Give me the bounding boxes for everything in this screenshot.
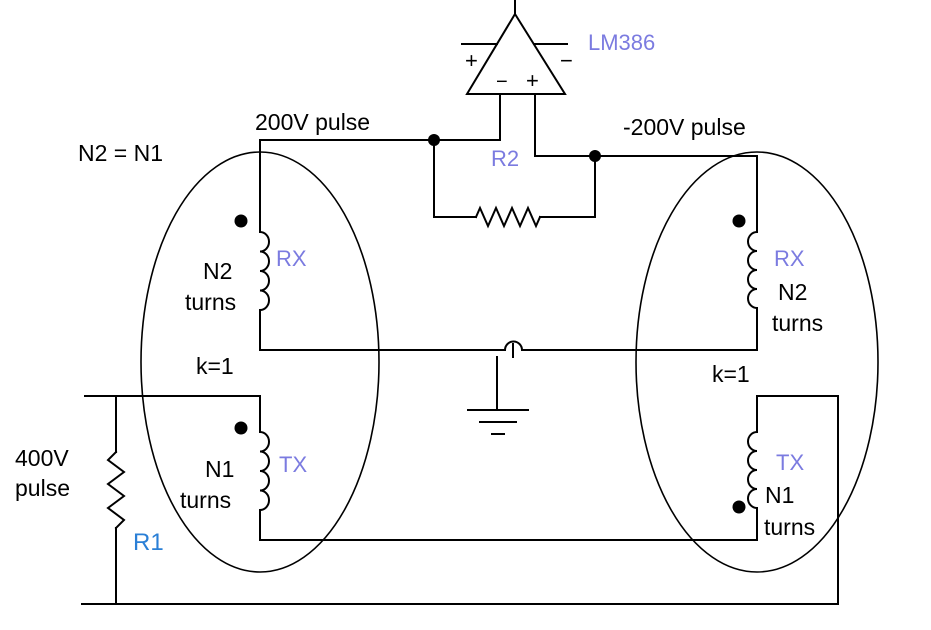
junction-dot-left — [428, 134, 440, 146]
tx-left-label: TX — [279, 452, 307, 477]
opamp-plus-outer: + — [465, 48, 478, 73]
right-coupling-ellipse — [635, 151, 879, 573]
opamp-triangle — [465, 12, 567, 95]
rx-right-label: RX — [774, 246, 805, 271]
n2-left-label: N2 — [203, 258, 232, 284]
lm386-opamp — [461, 0, 568, 157]
tx-right-label: TX — [776, 450, 804, 475]
turns-ratio-label: N2 = N1 — [78, 140, 163, 166]
source-pulse-label: pulse — [15, 475, 70, 501]
left-rx-loop — [259, 139, 758, 351]
coil-rx-left — [259, 231, 270, 311]
opamp-plus-inner: + — [526, 68, 539, 93]
lm386-label: LM386 — [588, 30, 655, 55]
n2-left-turns: turns — [185, 289, 236, 315]
pulse-negative-label: -200V pulse — [623, 114, 746, 140]
opamp-minus-inner: − — [496, 71, 508, 93]
polarity-dot-tx-right — [732, 500, 746, 514]
n2-right-turns: turns — [772, 310, 823, 336]
junction-dot-right — [589, 150, 601, 162]
r1-resistor — [106, 450, 126, 530]
r2-label: R2 — [491, 146, 519, 171]
polarity-dot-rx-right — [732, 214, 746, 228]
k-left-label: k=1 — [196, 353, 234, 379]
polarity-dot-tx-left — [234, 421, 248, 435]
coil-tx-right — [747, 431, 758, 509]
right-tx-loop — [756, 395, 839, 605]
opamp-minus-outer: − — [560, 48, 573, 73]
source-voltage-label: 400V — [15, 445, 69, 471]
r1-label: R1 — [133, 529, 164, 556]
ground-symbol — [467, 340, 529, 435]
left-tx-loop — [81, 395, 839, 605]
n1-left-turns: turns — [180, 487, 231, 513]
pulse-positive-label: 200V pulse — [255, 109, 370, 135]
polarity-dot-rx-left — [234, 214, 248, 228]
n1-right-turns: turns — [764, 514, 815, 540]
r2-network — [433, 139, 758, 229]
k-right-label: k=1 — [712, 361, 750, 387]
coil-tx-left — [259, 431, 270, 511]
coil-rx-right — [747, 231, 758, 309]
n1-right-label: N1 — [765, 482, 794, 508]
rx-left-label: RX — [276, 246, 307, 271]
r2-resistor — [474, 205, 542, 229]
n1-left-label: N1 — [205, 456, 234, 482]
n2-right-label: N2 — [778, 279, 807, 305]
